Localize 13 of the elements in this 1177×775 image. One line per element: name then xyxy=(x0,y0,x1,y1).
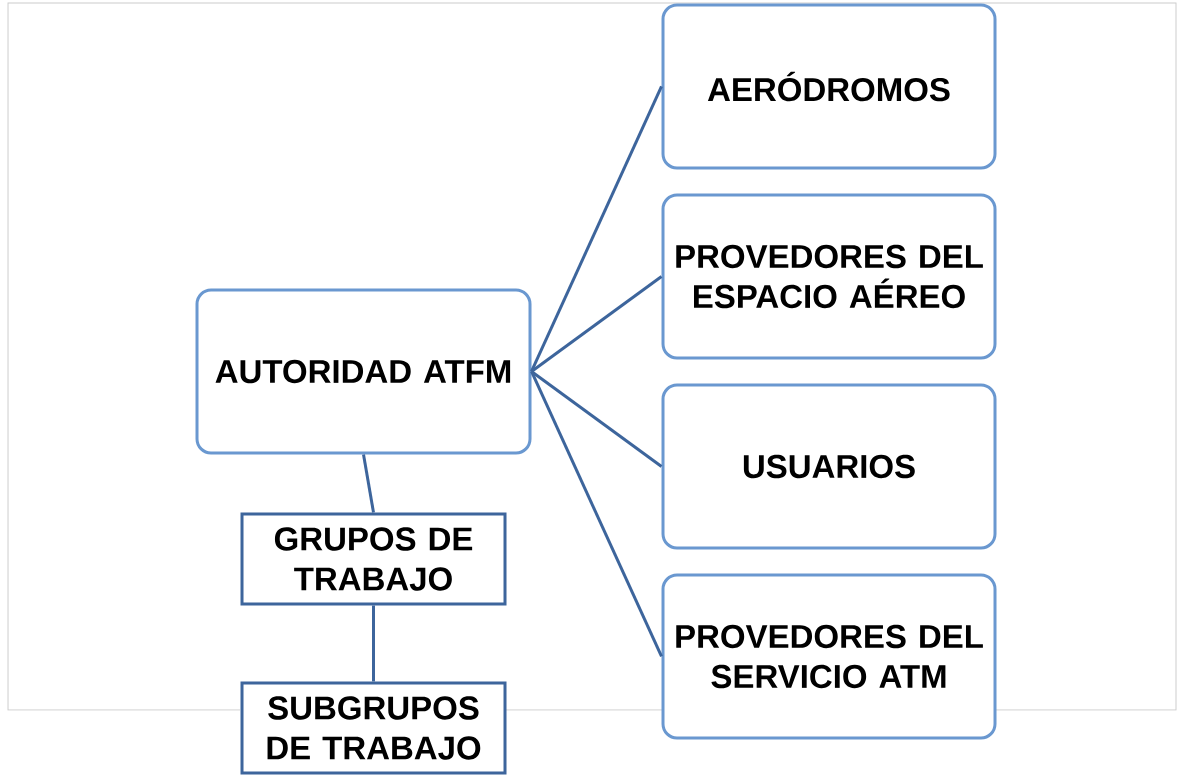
connector-line xyxy=(362,454,375,513)
rounded-box: PROVEDORES DEL ESPACIO AÉREO xyxy=(661,193,997,360)
connector-line xyxy=(530,275,663,373)
rounded-box: AUTORIDAD ATFM xyxy=(195,288,532,455)
connector-line xyxy=(530,85,663,373)
connector-line xyxy=(530,370,663,658)
rounded-box: USUARIOS xyxy=(661,383,997,550)
connector-line xyxy=(530,370,663,468)
process-box: GRUPOS DE TRABAJO xyxy=(240,512,507,606)
connector-line xyxy=(372,605,375,682)
rounded-box: AERÓDROMOS xyxy=(661,3,997,170)
process-box: SUBGRUPOS DE TRABAJO xyxy=(240,681,507,775)
rounded-box: PROVEDORES DEL SERVICIO ATM xyxy=(661,573,997,740)
